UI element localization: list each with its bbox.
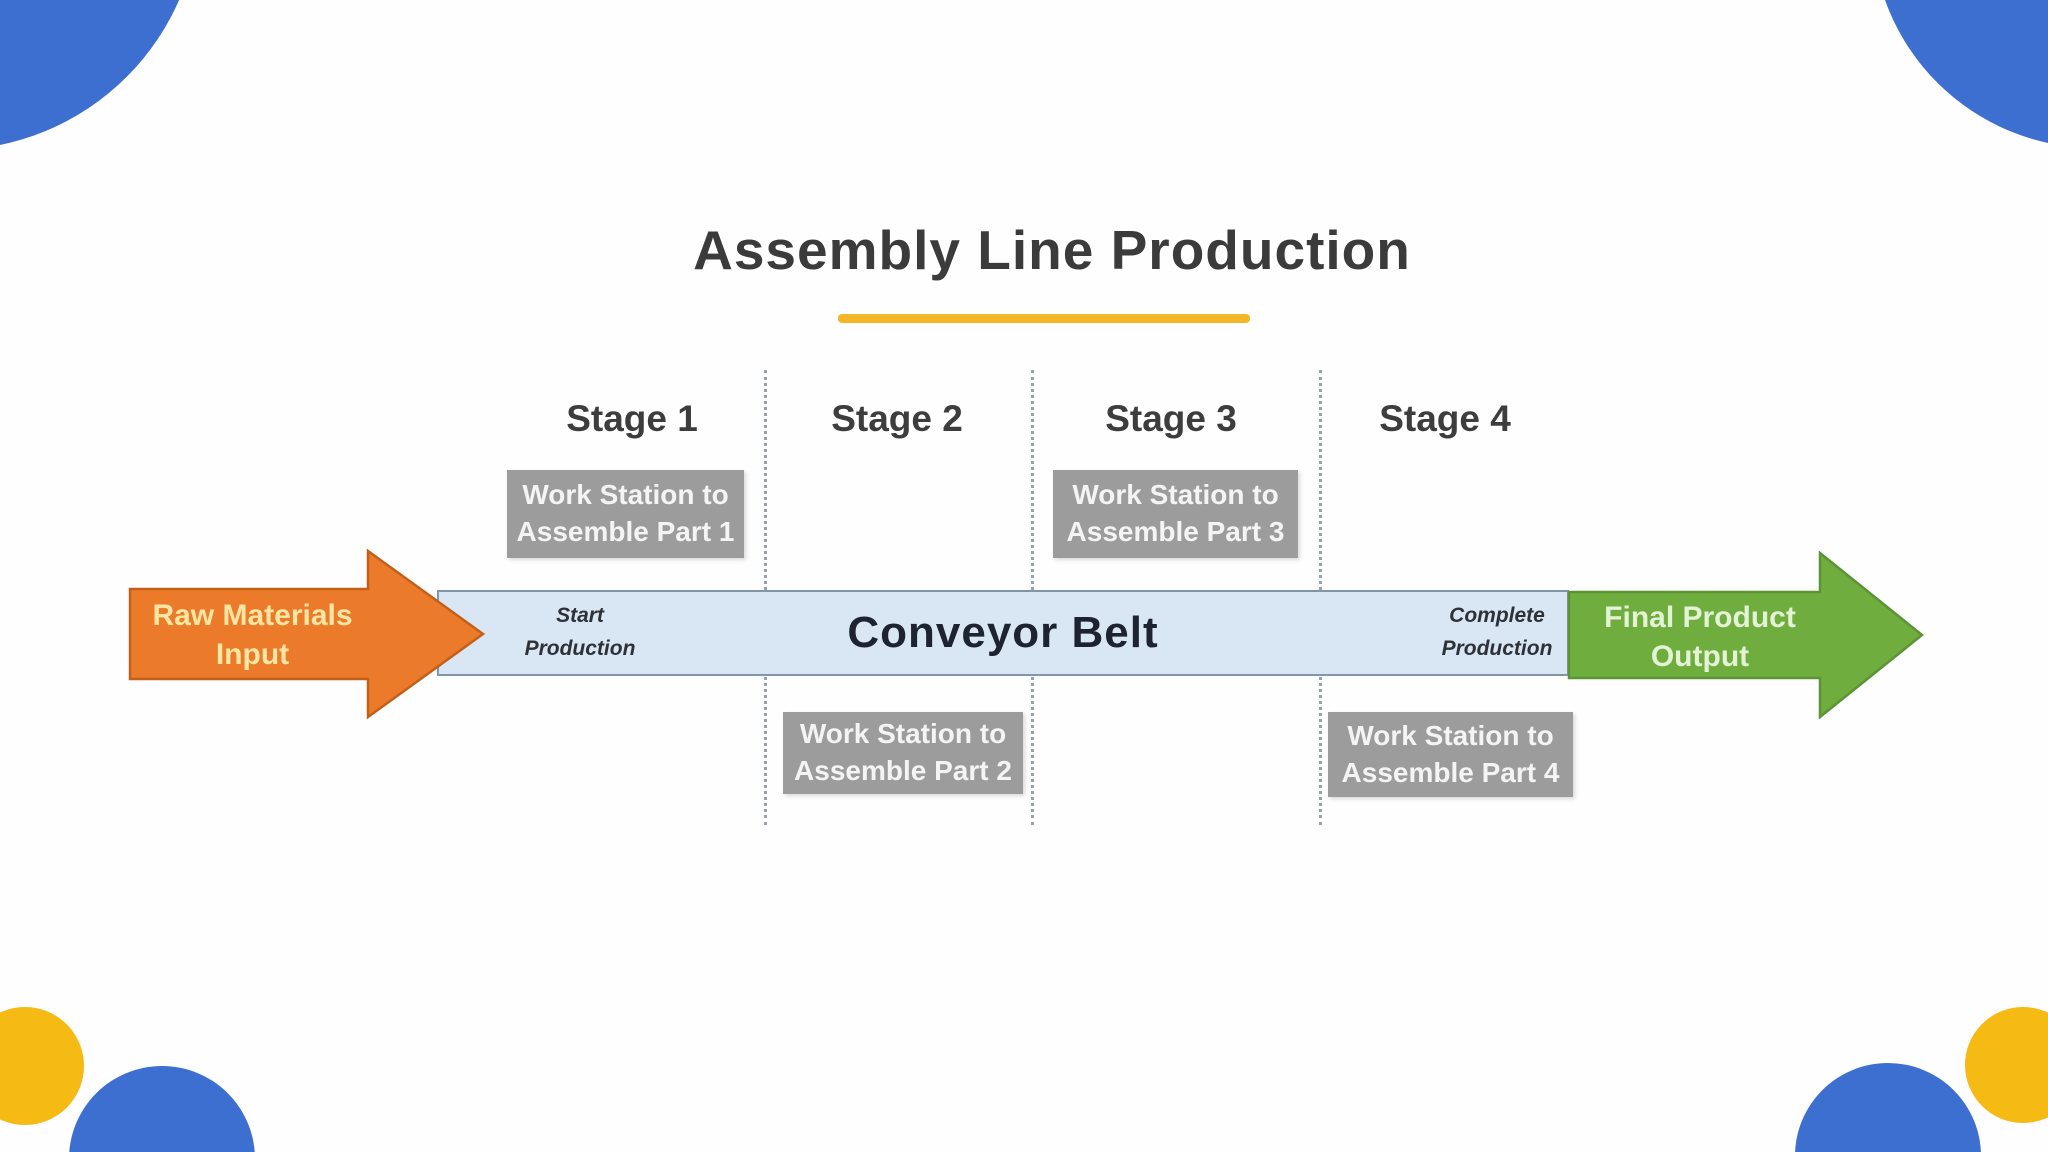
complete-production-line2: Production bbox=[1441, 636, 1553, 660]
work-station-1-line1: Work Station to bbox=[522, 479, 729, 511]
stage-3-label: Stage 3 bbox=[1105, 398, 1237, 439]
input-arrow-shape bbox=[128, 549, 486, 719]
start-production-line1: Start bbox=[556, 604, 604, 627]
output-arrow-label: Final Product Output bbox=[1580, 598, 1820, 676]
corner-circle-bottom-left-yellow bbox=[0, 1007, 84, 1125]
work-station-1-box: Work Station to Assemble Part 1 bbox=[507, 470, 744, 558]
work-station-2-box: Work Station to Assemble Part 2 bbox=[783, 712, 1023, 794]
work-station-2-line2: Assemble Part 2 bbox=[794, 755, 1012, 786]
input-arrow-polygon bbox=[128, 549, 486, 719]
corner-circle-bottom-left-blue bbox=[69, 1066, 255, 1152]
work-station-3-box: Work Station to Assemble Part 3 bbox=[1053, 470, 1298, 558]
work-station-1-line2: Assemble Part 1 bbox=[516, 516, 735, 547]
input-arrow-line2: Input bbox=[215, 638, 290, 671]
page-title: Assembly Line Production bbox=[693, 219, 1411, 281]
start-production-note: Start Production bbox=[480, 600, 680, 665]
corner-circle-bottom-right-yellow bbox=[1965, 1007, 2048, 1123]
complete-production-line1: Complete bbox=[1449, 604, 1545, 627]
work-station-2-line1: Work Station to bbox=[799, 718, 1007, 750]
work-station-4-line1: Work Station to bbox=[1347, 719, 1554, 751]
conveyor-belt-label: Conveyor Belt bbox=[847, 608, 1159, 657]
input-arrow-label: Raw Materials Input bbox=[130, 596, 375, 674]
output-arrow-line1: Final Product bbox=[1604, 601, 1796, 634]
complete-production-note: Complete Production bbox=[1397, 600, 1597, 665]
start-production-line2: Production bbox=[524, 636, 636, 660]
output-arrow-line2: Output bbox=[1650, 640, 1750, 673]
corner-circle-top-right bbox=[1872, 0, 2048, 148]
stage-2-label: Stage 2 bbox=[831, 398, 963, 439]
work-station-4-box: Work Station to Assemble Part 4 bbox=[1328, 712, 1573, 797]
corner-circle-top-left bbox=[0, 0, 200, 150]
stage-4-label: Stage 4 bbox=[1379, 398, 1511, 439]
title-underline bbox=[838, 314, 1250, 323]
output-arrow-polygon bbox=[1567, 551, 1924, 719]
work-station-4-line2: Assemble Part 4 bbox=[1341, 756, 1560, 788]
work-station-3-line1: Work Station to bbox=[1072, 479, 1279, 511]
corner-circle-bottom-right-blue bbox=[1795, 1063, 1981, 1152]
input-arrow-line1: Raw Materials bbox=[152, 599, 353, 632]
work-station-3-line2: Assemble Part 3 bbox=[1066, 516, 1285, 547]
stage-1-label: Stage 1 bbox=[566, 398, 698, 439]
output-arrow-shape bbox=[1567, 551, 1924, 719]
